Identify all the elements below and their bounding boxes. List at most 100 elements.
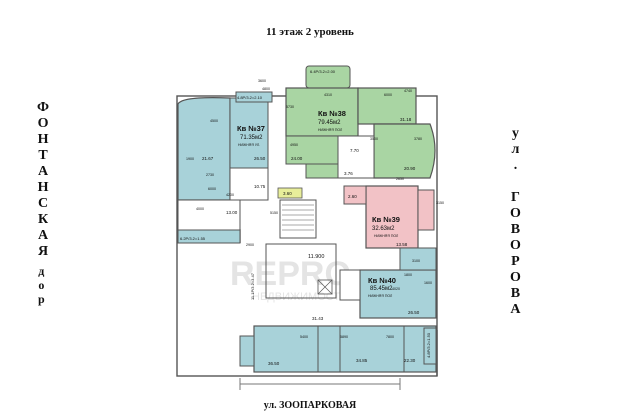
apartment-40[interactable]: Кв №40 85.45м2 НИЖНЯЯ ПОЛ 26.50 [339,247,437,319]
govorova-letter: В [510,286,521,301]
kv40-living [359,269,437,319]
apartment-38[interactable]: 6.4Р/3.2=2.00 Кв №38 79.45м2 НИЖНЯЯ ПОЛ … [285,65,436,179]
fontanskaya-road-letter: д [38,264,45,278]
kv38-area-e: 3.76 [344,171,353,176]
kv38-title: Кв №38 [318,109,346,118]
dimension-label: 4800 [262,87,270,91]
kv40-sub: НИЖНЯЯ ПОЛ [368,294,393,298]
fontanskaya-letter: К [37,212,49,227]
bottom-main [253,325,437,373]
fontanskaya-letter: А [37,228,49,243]
kv38-room-bay [373,123,436,179]
govorova-letter: л [511,142,520,157]
kv37-balcony [177,229,241,244]
dimension-label: 4310 [324,93,332,97]
fontanskaya-road-letter: р [38,292,45,306]
dimension-label: 1800 [404,273,412,277]
dimension-label: 2900 [246,243,254,247]
page-title: 11 этаж 2 уровень [266,26,354,38]
kv38-terrace-label: 6.4Р/3.2=2.00 [310,69,336,74]
govorova-letter: О [510,238,521,253]
kv37-sub: НИЖНЯЯ УЛ. [238,143,260,147]
fontanskaya-letter: С [37,196,49,211]
dimension-label: 3100 [412,259,420,263]
kv37-terrace-top [235,91,273,103]
kv39-area: 32.63м2 [372,226,395,232]
yellow-box [277,187,303,199]
dimension-label: 6000 [208,187,216,191]
street-label-zooparkovaya: ул. ЗООПАРКОВАЯ [263,400,357,411]
street-fence [239,378,401,390]
watermark-text: REPRO [230,255,351,293]
bottom-area-b: 31.43 [312,316,324,321]
dimension-label: 1600 [424,281,432,285]
dimension-label: 4020 [392,287,400,291]
dimension-label: 4500 [210,119,218,123]
govorova-letter: . [513,158,518,173]
kv38-living [285,87,359,137]
apartment-bottom[interactable]: 36.50 31.43 22.30 34.85 [239,316,437,373]
apartment-39[interactable]: Кв №39 32.63м2 НИЖНЯЯ ПОЛ 2.60 13.58 [343,185,435,249]
dimension-label: 4200 [226,193,234,197]
kv37-terrace-label: 4.8Р/3.2=2.10 [237,95,263,100]
dimension-label: 3780 [414,137,422,141]
kv37-balcony-label: 6.2Р/3.2=1.55 [180,236,206,241]
kv37-kitchen [177,199,241,231]
dimension-label: 5150 [270,211,278,215]
dimension-label: 6000 [384,93,392,97]
fontanskaya-letter: Н [37,132,49,147]
kv40-room [399,247,437,271]
fontanskaya-letter: Т [38,148,48,163]
kv40-area: 85.45м2 [370,286,393,292]
govorova-letter: у [511,126,519,141]
kv40-area-a: 26.50 [408,310,420,315]
elevator-shaft [317,279,333,295]
balcony-vertical-label: 11.1Р/3.2=3.47 [250,272,255,300]
govorova-letter: О [510,206,521,221]
dimension-label: 5400 [300,335,308,339]
kv37-room-area-c: 13.00 [226,210,238,215]
bottom-balcony-right [423,327,437,365]
fontanskaya-letter: Я [37,244,49,259]
dimension-label: 2730 [206,173,214,177]
kv39-bath [343,185,367,205]
dimension-label: 7800 [386,335,394,339]
fontanskaya-letter: А [37,164,49,179]
dimension-label: 5890 [340,335,348,339]
kv38-bath [305,163,339,179]
bottom-area-a: 36.50 [268,361,280,366]
bottom-area-c: 22.30 [404,358,416,363]
fontanskaya-letter: О [37,116,49,131]
kv40-hall [339,269,361,301]
kv39-area-a: 2.60 [348,194,357,199]
fontanskaya-letter: Ф [37,100,50,115]
kv37-room-area-d: 10.75 [254,184,266,189]
bottom-area-d: 34.85 [356,358,368,363]
dimension-label: 5730 [286,105,294,109]
kv39-balcony [417,189,435,231]
stair-core: 3.60 11.900 11.1Р/3.2=3.47 [250,187,337,300]
govorova-letter: Р [511,254,520,269]
kv37-room-area-a: 21.67 [202,156,214,161]
dimension-label: 1900 [186,157,194,161]
stairwell [279,199,317,239]
corridor-hall [265,243,337,299]
govorova-letter: В [510,222,521,237]
kv38-hall [337,135,375,179]
kv39-sub: НИЖНЯЯ ПОЛ [374,234,399,238]
fontanskaya-letter: Н [37,180,49,195]
dimension-label: 3600 [258,79,266,83]
apartment-37[interactable]: Кв №37 71.35м2 НИЖНЯЯ УЛ. 4.8Р/3.2=2.10 … [177,91,273,244]
dimension-label: 2650 [396,177,404,181]
dimension-label: 4950 [290,143,298,147]
kv37-title: Кв №37 [237,124,265,133]
dimension-labels: 3600480043105730273040006000474037802650… [186,79,444,339]
kv37-hall [229,167,269,201]
elevator-area-label: 11.900 [308,254,324,260]
dimension-label: 4740 [404,89,412,93]
dimension-label: 3150 [436,201,444,205]
dimension-label: 3500 [370,137,378,141]
